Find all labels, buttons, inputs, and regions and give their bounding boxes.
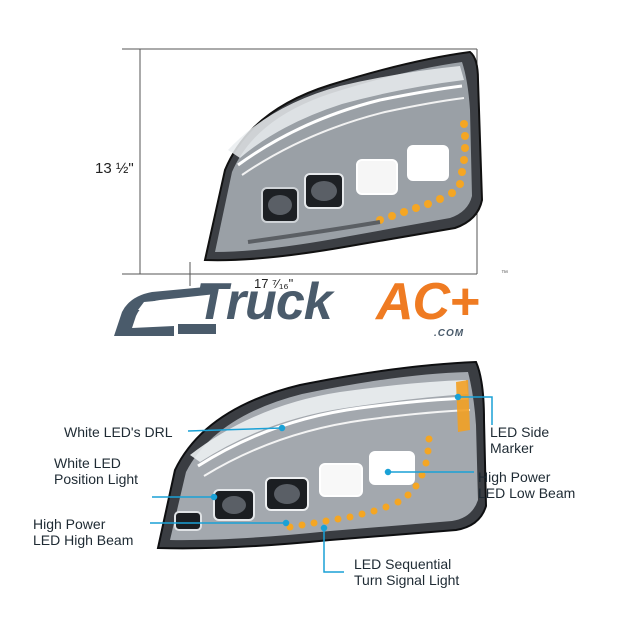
- callout-position-light-line2: Position Light: [54, 471, 139, 487]
- callout-low-beam-line1: High Power: [478, 469, 551, 485]
- callout-turn-signal-line2: Turn Signal Light: [354, 572, 460, 588]
- callout-position-light-line1: White LED: [54, 455, 121, 471]
- callout-side-marker-line2: Marker: [490, 440, 534, 456]
- callout-turn-signal: LED Sequential Turn Signal Light: [354, 556, 459, 588]
- logo-trademark: ™: [501, 270, 508, 277]
- callout-position-light: White LED Position Light: [54, 455, 138, 487]
- logo-truck-text: Truck: [196, 273, 333, 331]
- callout-high-beam: High Power LED High Beam: [33, 516, 133, 548]
- logo-domain-text: .COM: [434, 328, 465, 339]
- callout-low-beam-line2: LED Low Beam: [478, 485, 576, 501]
- callout-high-beam-line1: High Power: [33, 516, 106, 532]
- truckac-logo: Truck AC+ .COM ™: [108, 270, 512, 350]
- callout-turn-signal-line1: LED Sequential: [354, 556, 452, 572]
- truck-silhouette-icon: [114, 286, 216, 336]
- logo-ac-text: AC+: [376, 273, 479, 331]
- width-dimension-label: 17 ⁷⁄₁₆": [254, 276, 294, 291]
- callout-side-marker-line1: LED Side: [490, 424, 550, 440]
- bottom-headlight: [156, 360, 488, 550]
- height-dimension-label: 13 ½": [95, 160, 134, 177]
- callout-high-beam-line2: LED High Beam: [33, 532, 134, 548]
- callout-lines: [150, 393, 493, 573]
- callout-low-beam: High Power LED Low Beam: [478, 469, 575, 501]
- callout-drl: White LED's DRL: [64, 424, 173, 440]
- callout-side-marker: LED Side Marker: [490, 424, 549, 456]
- top-headlight: [203, 50, 484, 262]
